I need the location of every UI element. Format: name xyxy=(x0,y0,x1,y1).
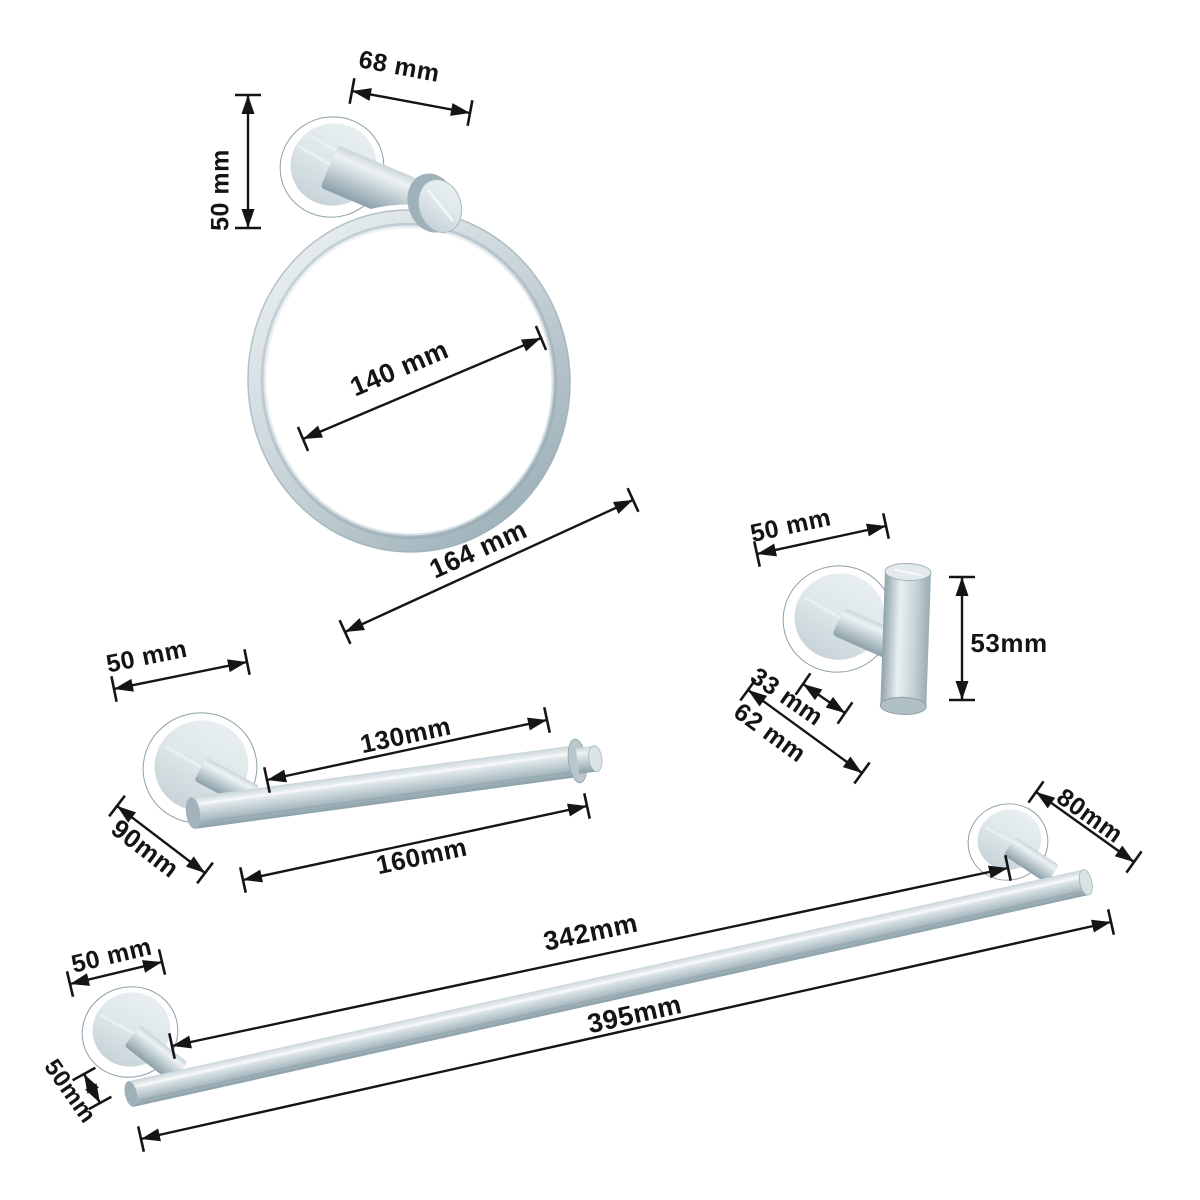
hook-peg xyxy=(879,562,932,715)
dim-label-tp-130: 130mm xyxy=(357,711,453,760)
dimensions: 68 mm 50 mm 140 mm 164 mm 50 mm 130mm 90… xyxy=(38,45,1143,1152)
towel-ring-hoop xyxy=(247,209,571,553)
towel-bar xyxy=(81,803,1093,1107)
dim-label-bar-50-top: 50 mm xyxy=(69,933,155,979)
dim-label-hook-53: 53mm xyxy=(970,628,1047,658)
dim-label-bar-80: 80mm xyxy=(1051,783,1128,849)
towel-ring xyxy=(242,116,576,558)
dim-label-ring-68: 68 mm xyxy=(357,45,442,88)
dim-line-ring-68 xyxy=(348,77,474,127)
dim-label-tp-160: 160mm xyxy=(373,832,469,881)
dim-line-hook-50 xyxy=(752,513,891,567)
dim-line-tp-50 xyxy=(110,649,251,702)
dim-line-bar-80 xyxy=(1027,780,1143,874)
dim-line-ring-140 xyxy=(296,325,548,452)
dim-line-bar-50-side xyxy=(71,1066,113,1111)
dim-label-bar-50-side: 50mm xyxy=(38,1054,101,1128)
dim-label-tp-50: 50 mm xyxy=(104,635,190,679)
bar-rod xyxy=(124,869,1093,1107)
toilet-paper-holder xyxy=(142,712,603,829)
towel-ring-post-cap xyxy=(407,173,463,233)
dim-line-ring-164 xyxy=(338,487,640,645)
robe-hook xyxy=(782,562,932,715)
dim-line-hook-62 xyxy=(739,678,871,785)
dim-line-tp-130 xyxy=(263,707,551,793)
dim-line-bar-395 xyxy=(136,909,1116,1152)
dim-label-ring-50: 50 mm xyxy=(207,149,235,231)
dim-label-ring-140: 140 mm xyxy=(346,334,453,402)
